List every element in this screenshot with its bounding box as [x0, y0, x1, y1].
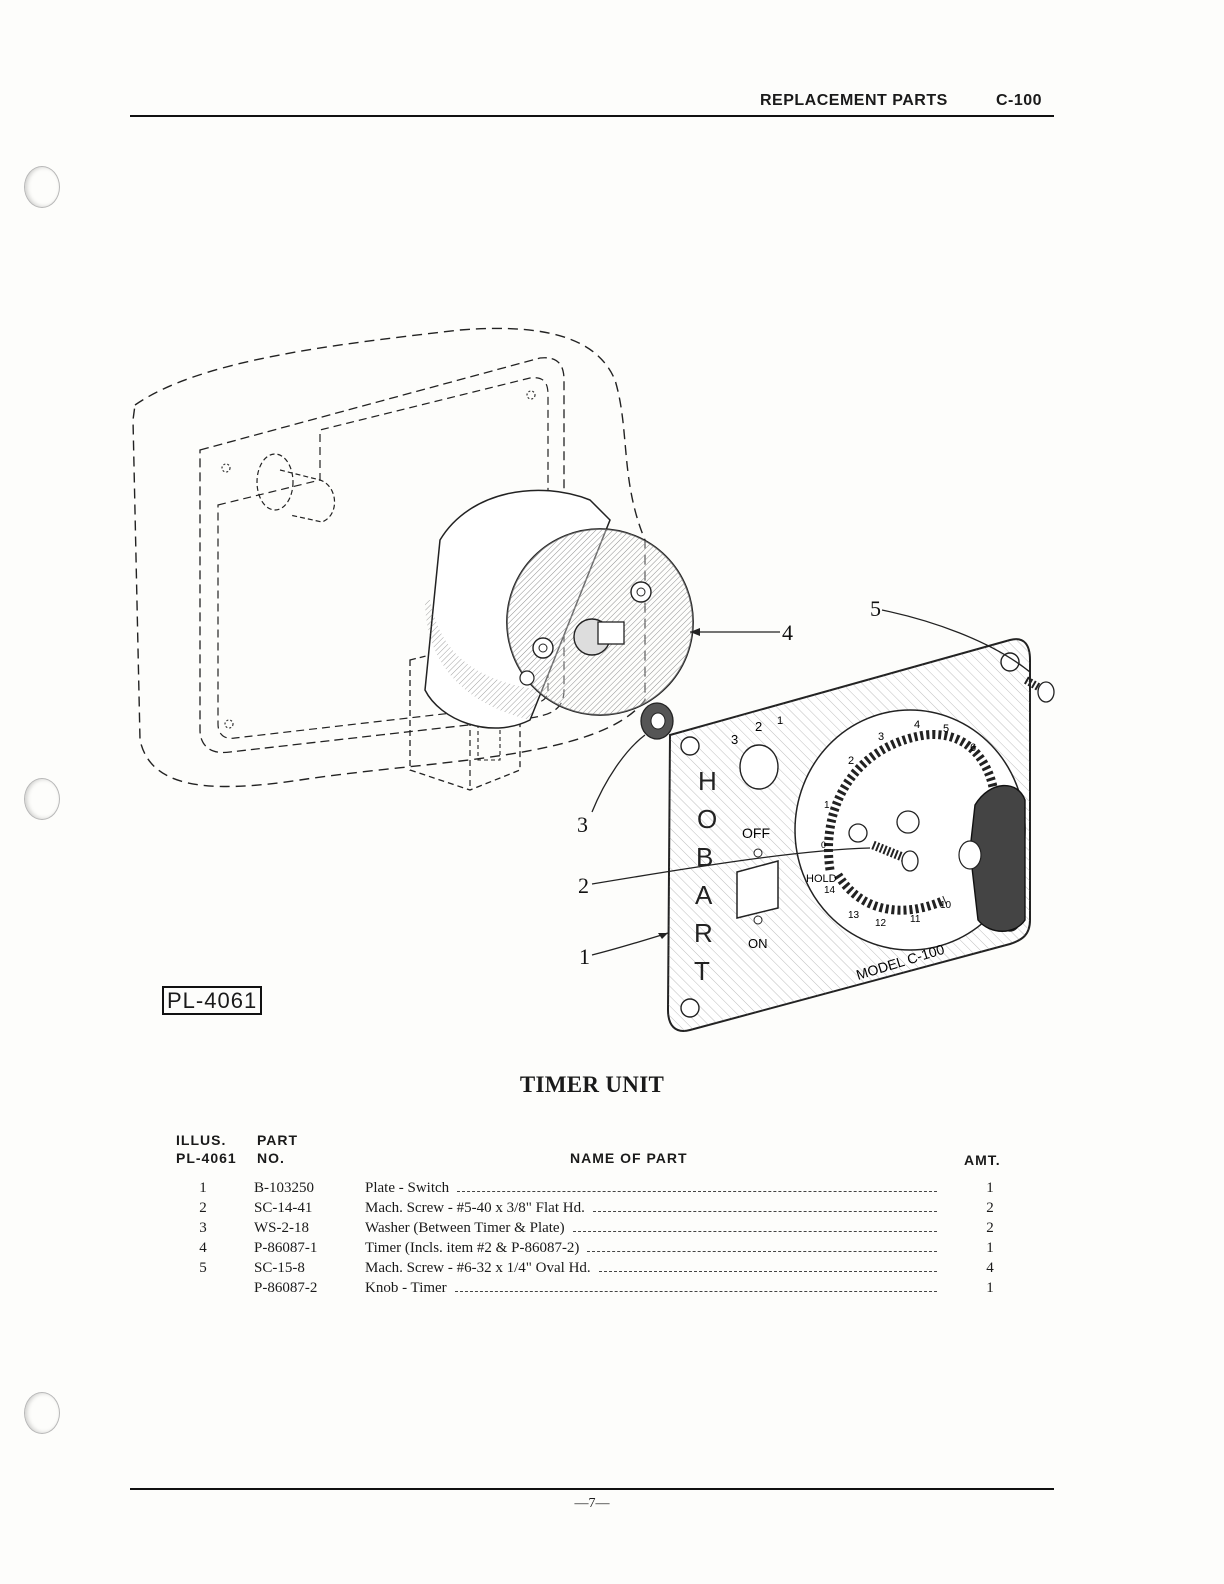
header-part-line1: PART: [257, 1132, 299, 1148]
row-part-no: P-86087-2: [254, 1280, 318, 1296]
binder-hole-top: [24, 166, 60, 208]
header-illus-line2: PL-4061: [176, 1150, 237, 1166]
row-name: Mach. Screw - #5-40 x 3/8" Flat Hd.: [365, 1200, 585, 1216]
rocker-switch: [736, 860, 779, 919]
callout-1: 1: [579, 944, 590, 969]
off-label: OFF: [742, 825, 770, 841]
row-part-no: SC-15-8: [254, 1260, 305, 1276]
brand-letter-r: R: [694, 918, 713, 948]
row-name: Washer (Between Timer & Plate): [365, 1220, 565, 1236]
table-row: 5 SC-15-8 Mach. Screw - #6-32 x 1/4" Ova…: [170, 1258, 1020, 1278]
row-amt: 4: [986, 1260, 994, 1276]
row-amt: 1: [986, 1240, 994, 1256]
binder-hole-middle: [24, 778, 60, 820]
dial-number-2: 2: [848, 755, 854, 767]
table-row: 1 B-103250 Plate - Switch 1: [170, 1178, 1020, 1198]
hold-label: HOLD: [806, 873, 837, 885]
dial-number-10: 10: [940, 900, 952, 911]
callout-3: 3: [577, 812, 588, 837]
oval-head-screw: [1024, 676, 1042, 692]
dial-zero: 0: [821, 840, 826, 850]
header-amt: AMT.: [964, 1152, 1001, 1168]
row-name: Mach. Screw - #6-32 x 1/4" Oval Hd.: [365, 1260, 591, 1276]
row-illus: 5: [199, 1260, 207, 1276]
binder-hole-bottom: [24, 1392, 60, 1434]
dial-number-3: 3: [878, 731, 884, 743]
row-name: Plate - Switch: [365, 1180, 450, 1196]
dial-number-12: 12: [875, 918, 887, 929]
row-amt: 2: [986, 1200, 994, 1216]
inner-panel-outline-2: [217, 377, 549, 739]
section-title: TIMER UNIT: [519, 1072, 665, 1097]
inner-panel-outline: [199, 357, 565, 754]
footer-rule: [130, 1488, 1054, 1490]
row-part-no: WS-2-18: [254, 1220, 309, 1236]
brand-letter-t: T: [694, 956, 710, 986]
brand-letter-a: A: [695, 880, 713, 910]
dial-number-4: 4: [914, 719, 920, 731]
row-amt: 1: [986, 1180, 994, 1196]
header-rule: [130, 115, 1054, 117]
small-number-1: 1: [777, 715, 783, 727]
header-part-line2: NO.: [257, 1150, 285, 1166]
row-name: Timer (Incls. item #2 & P-86087-2): [365, 1240, 580, 1256]
plate-id-label: PL-4061: [162, 986, 263, 1015]
callout-4: 4: [782, 620, 793, 645]
dial-number-1: 1: [824, 800, 830, 811]
exploded-view-illustration: H O B A R T OFF ON HOLD MODEL C-100 3 2 …: [132, 327, 1055, 1032]
brand-letter-o: O: [697, 804, 717, 834]
brand-letter-b: B: [696, 842, 713, 872]
table-row: 2 SC-14-41 Mach. Screw - #5-40 x 3/8" Fl…: [170, 1198, 1020, 1218]
callout-2: 2: [578, 873, 589, 898]
flat-head-screw: [871, 840, 907, 863]
dial-number-14: 14: [824, 885, 836, 896]
dial-number-6: 6: [970, 742, 976, 754]
dial-number-5: 5: [943, 723, 949, 735]
brand-letter-h: H: [698, 766, 717, 796]
page-number: —7—: [574, 1496, 610, 1511]
table-row: P-86087-2 Knob - Timer 1: [170, 1278, 1020, 1298]
row-amt: 1: [986, 1280, 994, 1296]
header-illus-line1: ILLUS.: [176, 1132, 227, 1148]
housing-outline: [132, 327, 646, 788]
table-row: 3 WS-2-18 Washer (Between Timer & Plate)…: [170, 1218, 1020, 1238]
brand-letters: H O B A R T: [694, 766, 717, 986]
row-illus: 4: [199, 1240, 207, 1256]
row-illus: 2: [199, 1200, 207, 1216]
dial-number-13: 13: [848, 910, 860, 921]
pilot-lamp: [739, 744, 779, 790]
row-part-no: P-86087-1: [254, 1240, 318, 1256]
row-illus: 1: [199, 1180, 207, 1196]
on-label: ON: [748, 936, 768, 951]
callout-5: 5: [870, 596, 881, 621]
small-number-3: 3: [731, 732, 738, 747]
small-number-2: 2: [755, 719, 762, 734]
shaft-boss: [256, 453, 294, 511]
dial-number-11: 11: [910, 914, 921, 925]
header-title: REPLACEMENT PARTS: [760, 92, 948, 109]
row-name: Knob - Timer: [365, 1280, 447, 1296]
table-row: 4 P-86087-1 Timer (Incls. item #2 & P-86…: [170, 1238, 1020, 1258]
header-model: C-100: [996, 92, 1043, 109]
row-part-no: SC-14-41: [254, 1200, 313, 1216]
header-name: NAME OF PART: [570, 1150, 688, 1166]
row-part-no: B-103250: [254, 1180, 314, 1196]
timer-knob: [969, 784, 1026, 932]
row-illus: 3: [199, 1220, 207, 1236]
row-amt: 2: [986, 1220, 994, 1236]
